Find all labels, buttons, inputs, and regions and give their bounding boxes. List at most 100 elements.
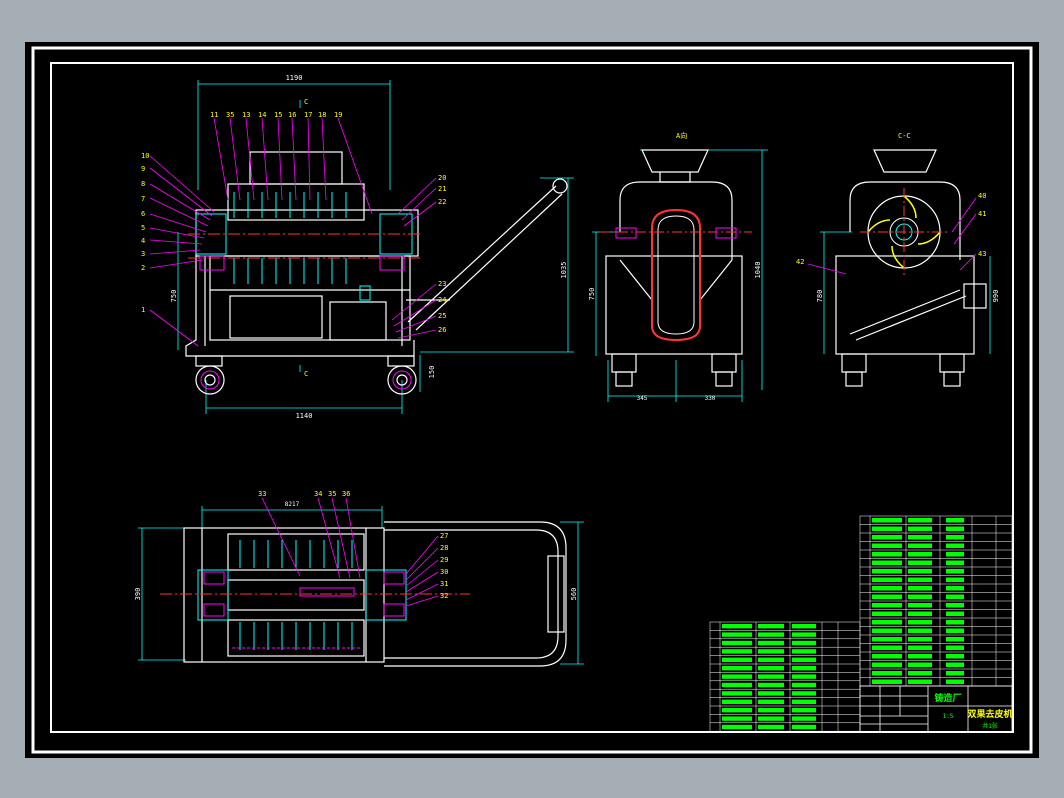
parts-table-entry <box>792 632 816 637</box>
dim-left-text: 750 <box>170 290 178 303</box>
parts-table-entry <box>946 603 964 608</box>
parts-table-entry <box>722 691 752 696</box>
view-a-dim-left: 750 <box>588 288 596 301</box>
section-mark-bottom: C <box>304 370 308 378</box>
parts-table-entry <box>946 637 964 642</box>
balloon: 9 <box>141 165 145 173</box>
front-view: 1190 1140 1035 750 150 C C <box>141 74 574 420</box>
parts-table-entry <box>792 657 816 662</box>
view-c-balloons: 40 41 42 43 <box>796 192 986 266</box>
parts-table-entry <box>908 654 932 659</box>
title-block <box>859 685 1013 733</box>
top-dim-right-text: 560 <box>570 588 578 601</box>
parts-table-entry <box>792 666 816 671</box>
parts-table-entry <box>792 649 816 654</box>
parts-table-entry <box>872 518 902 523</box>
top-view-balloons-right: 27 28 29 30 31 32 <box>440 532 448 600</box>
parts-table-entry <box>722 674 752 679</box>
balloon: 25 <box>438 312 446 320</box>
parts-table-entry <box>872 679 902 684</box>
parts-table-entry <box>872 586 902 591</box>
parts-table-entry <box>946 569 964 574</box>
parts-table-entry <box>908 662 932 667</box>
balloon: 4 <box>141 237 145 245</box>
parts-table-entry <box>792 624 816 629</box>
parts-table-entry <box>722 682 752 688</box>
balloon: 21 <box>438 185 446 193</box>
parts-table-entry <box>722 632 752 637</box>
parts-table-entry <box>908 535 932 540</box>
section-mark-top: C <box>304 98 308 106</box>
parts-table-entry <box>946 577 964 582</box>
parts-table-entry <box>908 577 932 582</box>
parts-table-entry <box>872 628 902 633</box>
parts-table-entry <box>872 637 902 642</box>
title-block-company: 铸造厂 <box>934 692 961 704</box>
parts-table-entry <box>946 594 964 599</box>
parts-table-entry <box>758 691 784 696</box>
top-view: 33 34 35 36 27 28 29 30 31 32 8217 560 3… <box>134 490 584 667</box>
balloon: 35 <box>226 111 234 119</box>
balloon: 1 <box>141 306 145 314</box>
top-dim-left-text: 390 <box>134 588 142 601</box>
balloon: 32 <box>440 592 448 600</box>
parts-table-entry <box>722 699 752 704</box>
dim-top-text: 1190 <box>286 74 303 82</box>
parts-table-entry <box>908 594 932 599</box>
parts-table-entry <box>946 662 964 667</box>
parts-table-entry <box>946 671 964 676</box>
view-a-dim-bottom-right: 330 <box>705 395 716 402</box>
parts-table-entry <box>758 624 784 629</box>
title-block-scale: 1:5 <box>943 713 954 720</box>
balloon: 43 <box>978 250 986 258</box>
balloon: 15 <box>274 111 282 119</box>
parts-table-entry <box>792 699 816 704</box>
parts-table-entry <box>722 708 752 713</box>
side-view-c: C-C 40 <box>796 132 1000 387</box>
balloon: 42 <box>796 258 804 266</box>
balloon: 2 <box>141 264 145 272</box>
view-c-dim-left: 780 <box>816 290 824 303</box>
view-c-dim-right: 990 <box>992 290 1000 303</box>
balloon: 7 <box>141 195 145 203</box>
parts-table-entry <box>908 518 932 523</box>
title-block-drawing-title: 双果去皮机 <box>967 708 1012 720</box>
view-a-title: A向 <box>676 131 687 140</box>
view-a-dim-height: 1040 <box>754 262 762 279</box>
balloon: 36 <box>342 490 350 498</box>
balloon: 41 <box>978 210 986 218</box>
balloon: 3 <box>141 250 145 258</box>
parts-table-entry <box>908 628 932 633</box>
parts-table-entry <box>722 666 752 671</box>
balloon: 31 <box>440 580 448 588</box>
balloon: 14 <box>258 111 266 119</box>
balloon: 35 <box>328 490 336 498</box>
parts-table-entry <box>908 679 932 684</box>
parts-table-entry <box>792 724 816 730</box>
parts-table-entry <box>758 674 784 679</box>
balloon: 17 <box>304 111 312 119</box>
balloon: 19 <box>334 111 342 119</box>
dim-wheel-text: 150 <box>428 366 436 379</box>
parts-table-entry <box>908 620 932 625</box>
parts-table-entry <box>908 526 932 531</box>
parts-table-entry <box>872 603 902 608</box>
parts-table-entry <box>872 611 902 616</box>
parts-table-entry <box>908 552 932 557</box>
outer-border <box>31 46 1033 754</box>
balloons-right: 20 21 22 23 24 25 26 <box>438 174 446 334</box>
balloon: 16 <box>288 111 296 119</box>
parts-table-entry <box>872 671 902 676</box>
balloon: 29 <box>440 556 448 564</box>
parts-table-entry <box>908 560 932 565</box>
parts-table-entry <box>758 657 784 662</box>
parts-table-entry <box>758 716 784 721</box>
parts-table-entry <box>758 699 784 704</box>
parts-table-entry <box>872 543 902 548</box>
parts-table-entry <box>722 724 752 730</box>
parts-table-entry <box>908 611 932 616</box>
parts-table-entry <box>722 716 752 721</box>
parts-table-entry <box>758 640 784 646</box>
parts-table-entry <box>722 640 752 646</box>
parts-table-entry <box>872 577 902 582</box>
